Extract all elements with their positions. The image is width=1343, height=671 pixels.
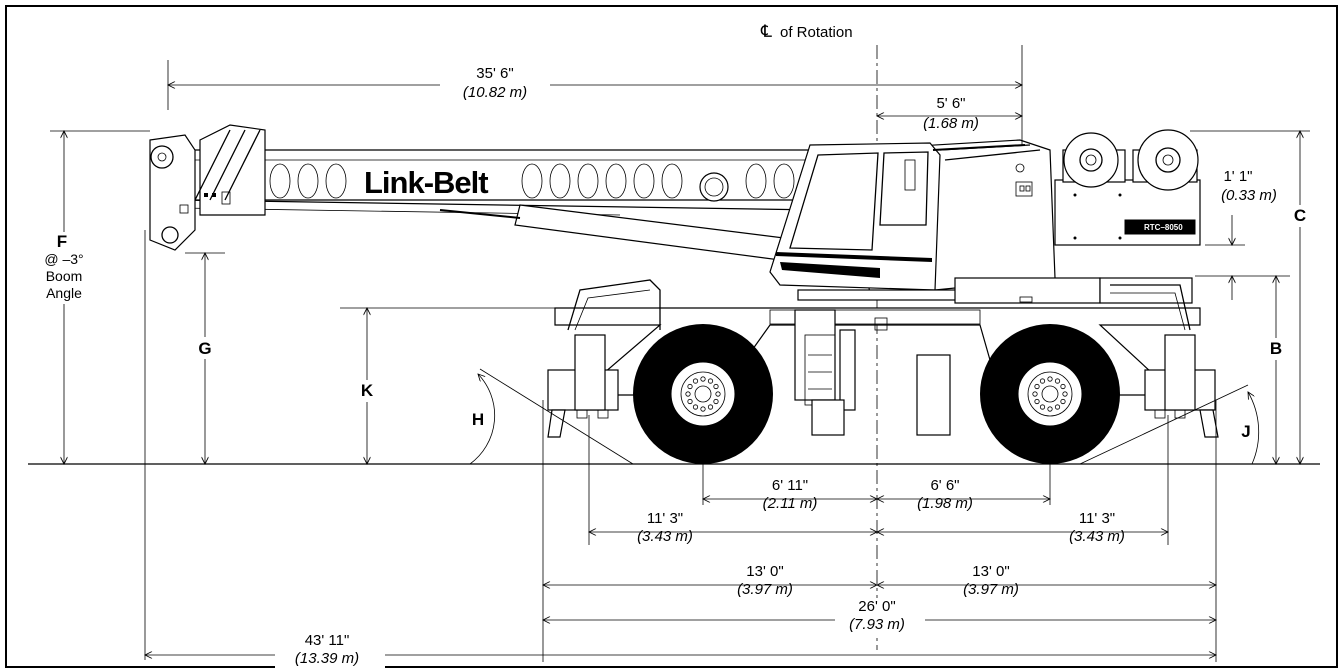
outrigger-front-imperial: 11' 3" <box>647 510 683 527</box>
model-badge: RTC–8050 <box>1144 223 1183 232</box>
boom-rear-imperial: 5' 6" <box>936 95 965 112</box>
carrier-total-metric: (7.93 m) <box>849 616 905 633</box>
carrier-front-metric: (3.97 m) <box>737 581 793 598</box>
label-F-note-3: Angle <box>46 285 82 301</box>
outrigger-rear <box>1144 334 1219 438</box>
boom-rear-metric: (1.68 m) <box>923 115 979 132</box>
cab-offset-metric: (0.33 m) <box>1221 187 1277 204</box>
wheel-lug-nut <box>1034 398 1040 405</box>
label-F: F <box>57 232 67 251</box>
wheel-front-imperial: 6' 11" <box>772 477 808 494</box>
label-B: B <box>1270 339 1282 358</box>
label-F-note-1: @ –3° <box>44 251 83 267</box>
wheel-lug-nut <box>1054 378 1061 384</box>
centerline-symbol: ℄ <box>760 22 772 41</box>
wheel-lug-nut <box>1039 404 1046 410</box>
wheel-lug-nut <box>713 383 719 390</box>
boom-lattice-opening <box>773 163 795 199</box>
boom-lattice-opening <box>661 163 683 199</box>
dimension-labels: 35' 6" (10.82 m) 5' 6" (1.68 m) 1' 1" (0… <box>275 62 1277 668</box>
wheel-rear-imperial: 6' 6" <box>930 477 959 494</box>
wheel-lug-nut <box>1039 378 1046 384</box>
letter-callouts: F @ –3° Boom Angle G K H J B C <box>40 205 1312 441</box>
wheel-lug-nut <box>685 391 691 397</box>
wheel-lug-nut <box>1032 391 1038 397</box>
label-J: J <box>1241 422 1250 441</box>
winch-drums <box>1062 129 1199 191</box>
wheel-lug-nut <box>1047 376 1053 382</box>
boom-lattice-opening <box>325 163 347 199</box>
crane-illustration: RTC–8050 <box>149 124 1219 464</box>
front-wheel <box>633 324 773 464</box>
boom: Link-Belt <box>179 149 823 216</box>
brand-logo: Link-Belt <box>364 165 488 200</box>
wheel-lug-nut <box>1034 383 1040 390</box>
wheel-lug-nut <box>687 383 693 390</box>
wheel-lug-nut <box>1060 383 1066 390</box>
wheel-lug-nut <box>713 398 719 405</box>
wheel-lug-nut <box>1054 404 1061 410</box>
overall-boom-imperial: 35' 6" <box>476 65 513 82</box>
lift-cylinder <box>439 204 801 263</box>
centerline-text: of Rotation <box>780 24 853 41</box>
boom-lattice-opening <box>577 163 599 199</box>
wheel-lug-nut <box>715 391 721 397</box>
wheel-lug-nut <box>707 404 714 410</box>
outrigger-rear-imperial: 11' 3" <box>1079 510 1115 527</box>
counterweight: RTC–8050 <box>1054 179 1201 246</box>
boom-lattice-opening <box>745 163 767 199</box>
boom-lattice-opening <box>605 163 627 199</box>
wheel-lug-nut <box>700 376 706 382</box>
wheel-lug-nut <box>692 378 699 384</box>
carrier-total-imperial: 26' 0" <box>858 598 895 615</box>
boom-head <box>149 124 266 251</box>
carrier-front-imperial: 13' 0" <box>746 563 783 580</box>
carrier-rear-metric: (3.97 m) <box>963 581 1019 598</box>
boom-lattice-opening <box>633 163 655 199</box>
outrigger-rear-metric: (3.43 m) <box>1069 528 1125 545</box>
wheel-lug-nut <box>692 404 699 410</box>
outrigger-front-metric: (3.43 m) <box>637 528 693 545</box>
carrier-rear-imperial: 13' 0" <box>972 563 1009 580</box>
wheel-front-metric: (2.11 m) <box>763 495 818 512</box>
cab-offset-imperial: 1' 1" <box>1223 168 1252 185</box>
label-H: H <box>472 410 484 429</box>
boom-lattice-opening <box>521 163 543 199</box>
label-G: G <box>198 339 211 358</box>
operator-cab <box>769 142 1026 291</box>
label-K: K <box>361 381 374 400</box>
wheel-lug-nut <box>700 406 706 412</box>
outrigger-front <box>547 334 619 438</box>
wheel-lug-nut <box>1047 406 1053 412</box>
overall-boom-metric: (10.82 m) <box>463 84 527 101</box>
wheel-lug-nut <box>1062 391 1068 397</box>
boom-lattice-opening <box>297 163 319 199</box>
label-C: C <box>1294 206 1306 225</box>
wheel-rear-metric: (1.98 m) <box>917 495 973 512</box>
wheel-lug-nut <box>1060 398 1066 405</box>
rear-wheel <box>980 324 1120 464</box>
diagram-frame <box>5 5 1338 668</box>
wheel-lug-nut <box>687 398 693 405</box>
overall-length-imperial: 43' 11" <box>305 632 350 649</box>
boom-lattice-opening <box>269 163 291 199</box>
boom-lattice-opening <box>549 163 571 199</box>
label-F-note-2: Boom <box>46 268 83 284</box>
centerline-label: ℄ of Rotation <box>760 22 853 41</box>
wheel-lug-nut <box>707 378 714 384</box>
overall-length-metric: (13.39 m) <box>295 650 359 667</box>
